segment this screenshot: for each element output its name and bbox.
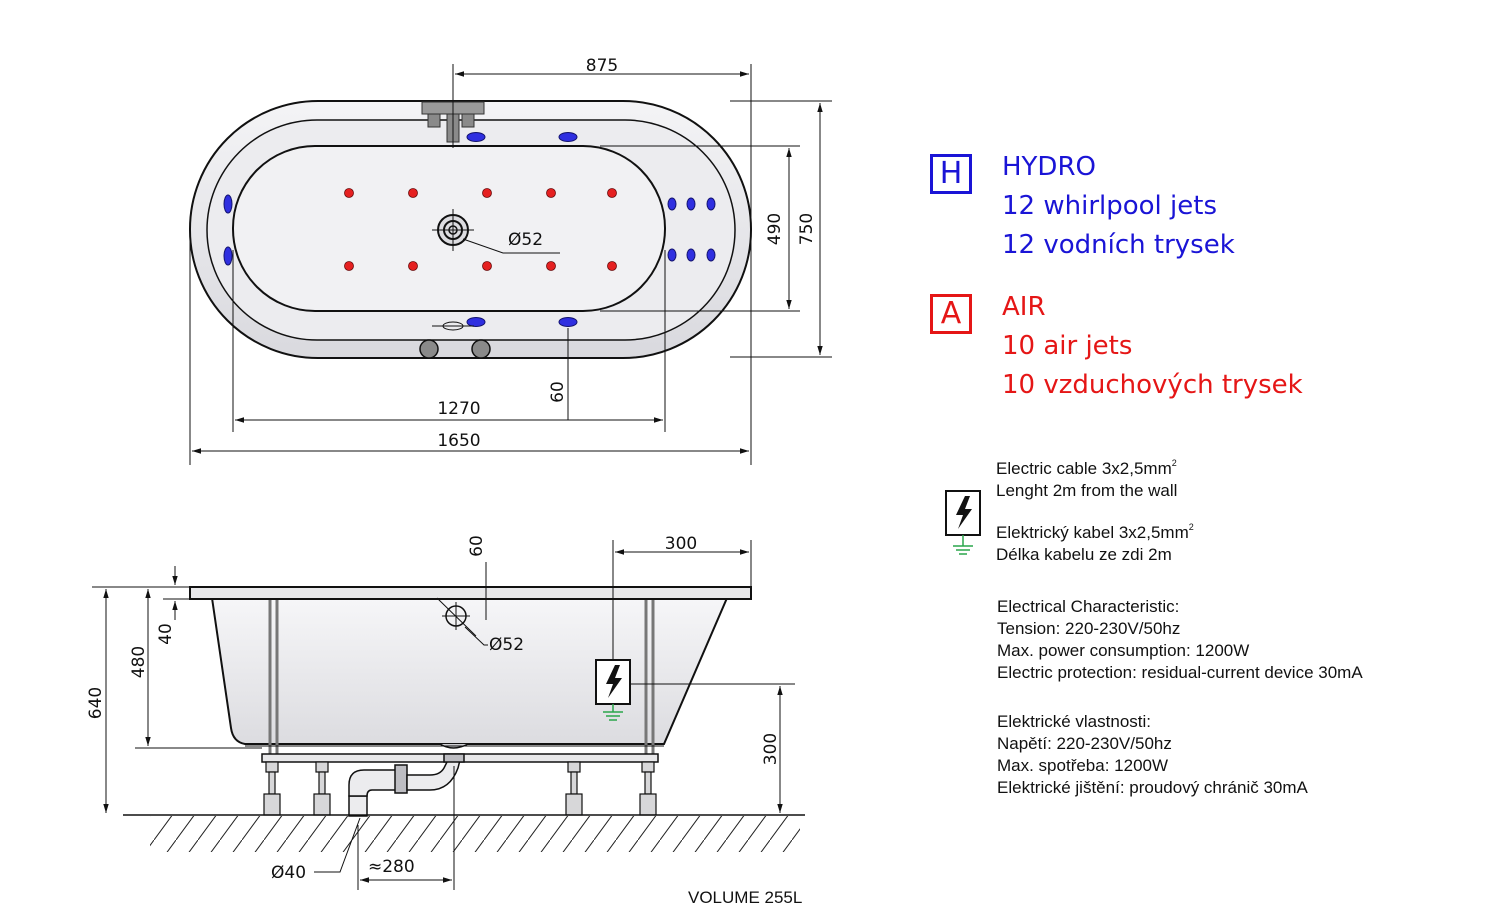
air-jet [408, 188, 418, 198]
dim-width-top: 875 [586, 56, 618, 76]
top-dimensions [189, 64, 832, 465]
electrical-characteristic-cz: Elektrické vlastnosti: Napětí: 220-230V/… [997, 711, 1308, 799]
hydro-jet [686, 248, 696, 262]
support-legs [263, 761, 657, 816]
dim-outer-length: 1650 [437, 431, 480, 451]
hydro-jet [667, 197, 677, 211]
air-badge: A [930, 294, 972, 334]
hydro-jet [558, 132, 578, 142]
dim-pipe-diameter: Ø40 [271, 863, 306, 883]
side-view: 60 300 40 480 640 Ø52 300 Ø40 ≈280 [86, 534, 805, 890]
air-line1: 10 air jets [1002, 331, 1133, 361]
electrical-characteristic-en: Electrical Characteristic: Tension: 220-… [997, 596, 1363, 684]
control-button [419, 339, 439, 359]
dim-top-offset: 60 [467, 535, 487, 557]
dim-inner-width: 490 [765, 213, 785, 245]
tub-side-rim [189, 586, 752, 600]
cable-en: Electric cable 3x2,5mm2 [996, 458, 1177, 478]
dim-rim: 40 [156, 623, 176, 645]
dim-total-height: 640 [86, 687, 106, 719]
air-jet [607, 261, 617, 271]
hydro-jet [686, 197, 696, 211]
support-leg [639, 761, 657, 816]
dim-jet-distance: 300 [665, 534, 697, 554]
legend: H HYDRO 12 whirlpool jets 12 vodních try… [930, 148, 1303, 405]
air-jet [546, 261, 556, 271]
power-cz: Max. spotřeba: 1200W [997, 756, 1169, 775]
air-line2: 10 vzduchových trysek [1002, 370, 1303, 400]
tension-cz: Napětí: 220-230V/50hz [997, 734, 1172, 753]
hydro-jet [706, 248, 716, 262]
electric-symbol-icon [945, 490, 981, 555]
power-en: Max. power consumption: 1200W [997, 641, 1250, 660]
length-cz: Délka kabelu ze zdi 2m [996, 545, 1172, 564]
dim-drain-diameter: Ø52 [508, 230, 543, 250]
hydro-text: HYDRO 12 whirlpool jets 12 vodních tryse… [1002, 148, 1235, 265]
length-en: Lenght 2m from the wall [996, 481, 1178, 500]
dim-depth: 480 [129, 646, 149, 678]
hydro-jet [466, 132, 486, 142]
air-jet [344, 188, 354, 198]
air-jets [344, 188, 617, 271]
protection-cz: Elektrické jištění: proudový chránič 30m… [997, 778, 1308, 797]
dim-jet-diameter: Ø52 [489, 635, 524, 655]
legend-air: A AIR 10 air jets 10 vzduchových trysek [930, 288, 1303, 405]
hydro-jet [558, 317, 578, 327]
support-leg [263, 761, 281, 816]
dim-inner-length: 1270 [437, 399, 480, 419]
frame-uprights [268, 600, 655, 754]
char-title-en: Electrical Characteristic: [997, 597, 1180, 616]
dim-drain-distance: ≈280 [368, 857, 415, 877]
air-title: AIR [1002, 292, 1046, 322]
hydro-jet [667, 248, 677, 262]
hydro-line1: 12 whirlpool jets [1002, 191, 1217, 221]
support-leg [565, 761, 583, 816]
legend-hydro: H HYDRO 12 whirlpool jets 12 vodních try… [930, 148, 1303, 265]
hydro-jet [223, 194, 233, 214]
hydro-jet [706, 197, 716, 211]
dim-jet-offset: 60 [548, 381, 568, 403]
dim-socket-height: 300 [761, 733, 781, 765]
air-jet [546, 188, 556, 198]
air-jet [607, 188, 617, 198]
hydro-line2: 12 vodních trysek [1002, 230, 1235, 260]
hydro-jet [466, 317, 486, 327]
air-jet [344, 261, 354, 271]
hydro-badge: H [930, 154, 972, 194]
overflow-icon [432, 321, 474, 331]
top-view: 875 490 750 Ø52 60 1270 1650 [189, 56, 832, 465]
side-dimensions [92, 540, 795, 890]
hydro-title: HYDRO [1002, 152, 1096, 182]
electric-cable-notes: Electric cable 3x2,5mm2 Lenght 2m from t… [996, 452, 1177, 502]
support-leg [313, 761, 331, 816]
electric-box-side [595, 659, 631, 721]
drain-icon [432, 209, 474, 251]
protection-en: Electric protection: residual-current de… [997, 663, 1363, 682]
dim-outer-width: 750 [797, 213, 817, 245]
air-jet [408, 261, 418, 271]
siphon-icon [348, 753, 465, 817]
air-jet [482, 261, 492, 271]
tub-side-body [210, 597, 729, 745]
hydro-jets [223, 132, 716, 327]
cable-cz: Elektrický kabel 3x2,5mm2 [996, 522, 1194, 542]
floor [123, 814, 805, 852]
tension-en: Tension: 220-230V/50hz [997, 619, 1181, 638]
control-button [471, 339, 491, 359]
hydro-jet [223, 246, 233, 266]
air-text: AIR 10 air jets 10 vzduchových trysek [1002, 288, 1303, 405]
electric-cable-notes-cz: Elektrický kabel 3x2,5mm2 Délka kabelu z… [996, 516, 1194, 566]
char-title-cz: Elektrické vlastnosti: [997, 712, 1151, 731]
air-jet [482, 188, 492, 198]
volume-label: VOLUME 255L [688, 888, 803, 907]
side-jet-icon [436, 597, 477, 637]
